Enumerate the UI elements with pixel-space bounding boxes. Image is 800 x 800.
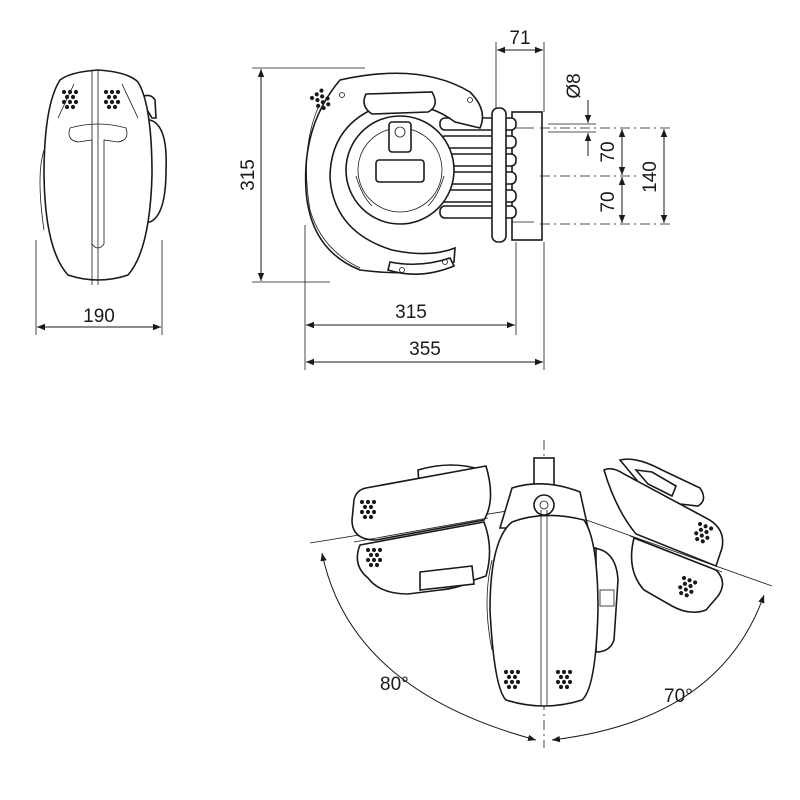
overall-width-label: 355 — [409, 339, 441, 360]
hole-spacing-lower-label: 70 — [598, 191, 619, 212]
dimension-front-height: 315 — [238, 67, 365, 283]
front-view — [304, 72, 543, 275]
dimension-side-width: 190 — [35, 240, 163, 335]
left-angle-label: 80° — [380, 674, 409, 695]
dimension-hole-spacing: 70 70 140 — [540, 127, 672, 225]
hole-spacing-upper-label: 70 — [598, 141, 619, 162]
dimension-front-width: 315 355 — [304, 225, 545, 370]
dimension-hole-diameter: Ø8 — [548, 73, 596, 156]
bracket-offset-label: 71 — [509, 28, 530, 49]
hole-spacing-total-label: 140 — [640, 161, 661, 193]
front-height-label: 315 — [238, 159, 259, 191]
side-view — [39, 69, 167, 285]
dimension-bracket-offset: 71 — [495, 28, 545, 112]
swivel-center-unit — [486, 457, 619, 707]
swivel-right-unit — [603, 458, 724, 614]
front-width-label: 315 — [395, 302, 427, 323]
right-angle-label: 70° — [664, 686, 693, 707]
swivel-left-unit — [351, 464, 492, 595]
swivel-view: 80° 70° — [309, 440, 773, 748]
side-width-label: 190 — [83, 306, 115, 327]
hole-diameter-label: Ø8 — [564, 73, 585, 98]
